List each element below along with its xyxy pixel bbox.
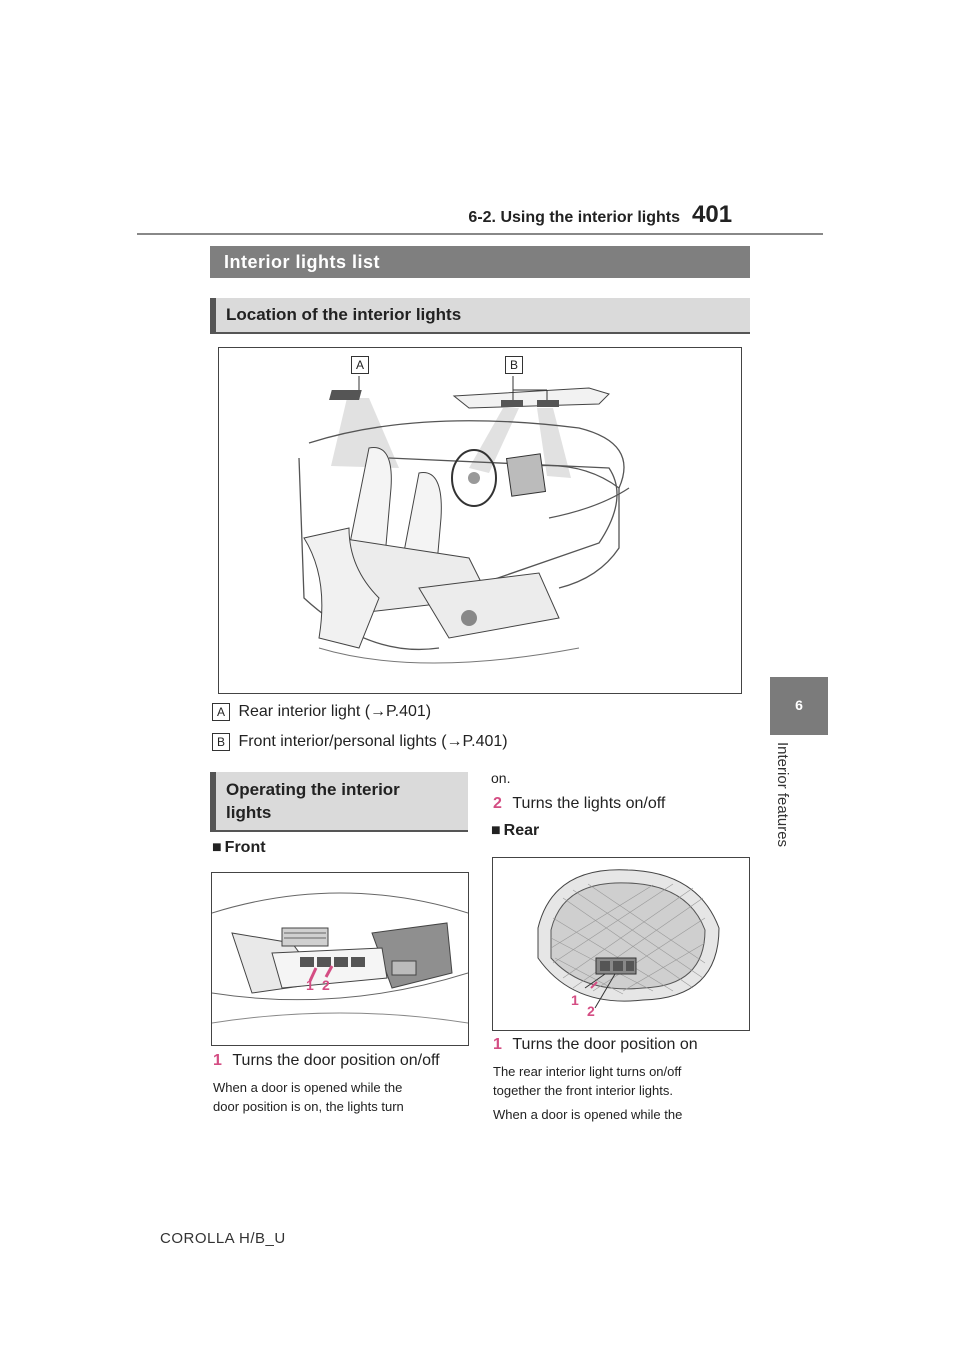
- front-note-line1: When a door is opened while the: [213, 1080, 403, 1095]
- rear-step-1-text: Turns the door position on: [512, 1036, 698, 1053]
- front-console-illustration: [211, 892, 469, 1024]
- chapter-tab: [770, 677, 828, 735]
- rear-callout-1: 1: [571, 992, 579, 1008]
- front-light-figure: 1 2: [211, 872, 469, 1046]
- rear-note-1: The rear interior light turns on/off tog…: [493, 1062, 753, 1100]
- legend-text-a: Rear interior light (→P.401): [238, 703, 432, 720]
- rear-note-1-line2: together the front interior lights.: [493, 1083, 673, 1098]
- location-heading: Location of the interior lights: [210, 298, 750, 334]
- rear-light-figure: 1 2: [492, 857, 750, 1031]
- legend-letter-a: A: [212, 703, 230, 721]
- front-heading: ■Front: [212, 839, 266, 856]
- square-bullet-icon: ■: [212, 839, 222, 856]
- front-callout-1: 1: [306, 977, 314, 993]
- front-step-1: 1 Turns the door position on/off: [213, 1052, 440, 1070]
- interior-lights-figure: A B: [218, 347, 742, 694]
- car-interior-illustration: [298, 376, 630, 664]
- legend-item-a: A Rear interior light (→P.401): [212, 703, 431, 721]
- callout-b: B: [505, 356, 523, 374]
- rear-step-1: 1 Turns the door position on: [493, 1036, 698, 1054]
- rear-callout-2: 2: [587, 1003, 595, 1019]
- front-note: When a door is opened while the door pos…: [213, 1078, 473, 1116]
- operating-heading: Operating the interior lights: [210, 772, 468, 832]
- front-step-2-text: Turns the lights on/off: [512, 795, 666, 812]
- rear-note-1-line1: The rear interior light turns on/off: [493, 1064, 682, 1079]
- rear-step-1-number: 1: [493, 1036, 502, 1053]
- legend-letter-b: B: [212, 733, 230, 751]
- continuation-text: on.: [491, 770, 511, 786]
- operating-heading-line2: lights: [226, 803, 272, 822]
- rear-note-2: When a door is opened while the: [493, 1107, 683, 1122]
- chapter-label-text: Interior features: [774, 742, 791, 848]
- front-step-2-number: 2: [493, 795, 502, 812]
- rear-lamp-illustration: [537, 869, 720, 1009]
- front-step-1-number: 1: [213, 1052, 222, 1069]
- front-callout-2: 2: [322, 977, 330, 993]
- legend-text-b: Front interior/personal lights (→P.401): [238, 733, 508, 750]
- footer-model: COROLLA H/B_U: [160, 1230, 286, 1247]
- front-step-2: 2 Turns the lights on/off: [493, 795, 665, 813]
- callout-a: A: [351, 356, 369, 374]
- square-bullet-icon: ■: [491, 822, 501, 839]
- main-heading: Interior lights list: [210, 246, 750, 278]
- front-note-line2: door position is on, the lights turn: [213, 1099, 404, 1114]
- header-rule: [137, 233, 823, 235]
- front-step-1-text: Turns the door position on/off: [232, 1052, 440, 1069]
- section-title: 6-2. Using the interior lights: [468, 209, 680, 226]
- chapter-label: Interior features: [767, 742, 791, 872]
- legend-item-b: B Front interior/personal lights (→P.401…: [212, 733, 508, 751]
- operating-heading-line1: Operating the interior: [226, 780, 400, 799]
- page-number: 401: [692, 201, 733, 228]
- rear-heading: ■Rear: [491, 822, 540, 839]
- chapter-number: 6: [795, 697, 803, 713]
